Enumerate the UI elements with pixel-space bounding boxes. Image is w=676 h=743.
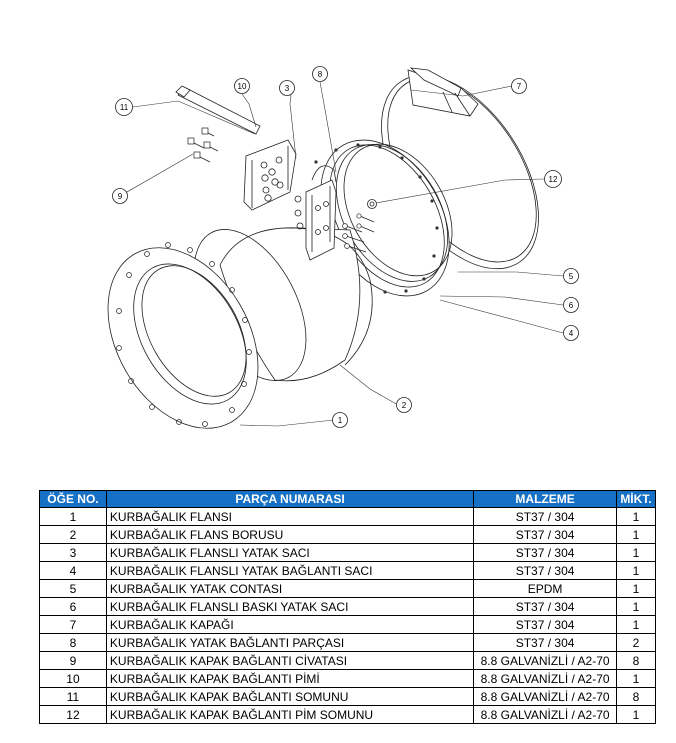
svg-text:11: 11 xyxy=(120,103,129,112)
balloon-7: 7 xyxy=(511,78,527,94)
balloon-8: 8 xyxy=(312,66,328,82)
cell-material: ST37 / 304 xyxy=(473,543,617,562)
cell-quantity: 1 xyxy=(615,705,657,724)
part-12-pin-nut xyxy=(342,199,377,253)
svg-text:3: 3 xyxy=(285,84,290,93)
cell-part-number: KURBAĞALIK KAPAĞI xyxy=(105,615,475,634)
svg-text:2: 2 xyxy=(402,401,407,410)
cell-item-no: 7 xyxy=(39,615,107,634)
cell-part-number: KURBAĞALIK KAPAK BAĞLANTI CİVATASI xyxy=(105,651,475,670)
cell-item-no: 5 xyxy=(39,579,107,598)
cell-item-no: 9 xyxy=(39,651,107,670)
cell-material: ST37 / 304 xyxy=(473,525,617,544)
cell-quantity: 8 xyxy=(615,687,657,706)
cell-quantity: 1 xyxy=(615,579,657,598)
svg-text:6: 6 xyxy=(569,301,574,310)
cell-material: ST37 / 304 xyxy=(473,615,617,634)
cell-material: 8.8 GALVANİZLİ / A2-70 xyxy=(473,669,617,688)
part-3-bearing-plate xyxy=(243,139,297,211)
cell-item-no: 2 xyxy=(39,525,107,544)
cell-part-number: KURBAĞALIK FLANS BORUSU xyxy=(105,525,475,544)
svg-text:7: 7 xyxy=(517,82,522,91)
cell-part-number: KURBAĞALIK FLANSI xyxy=(105,507,475,526)
cell-part-number: KURBAĞALIK FLANSLI YATAK SACI xyxy=(105,543,475,562)
header-quantity: MİKT. xyxy=(615,490,657,508)
balloon-12: 12 xyxy=(544,170,562,188)
cell-material: 8.8 GALVANİZLİ / A2-70 xyxy=(473,687,617,706)
balloon-1: 1 xyxy=(332,412,348,428)
svg-text:10: 10 xyxy=(238,82,247,91)
balloon-11: 11 xyxy=(115,98,133,116)
cell-item-no: 12 xyxy=(39,705,107,724)
cell-material: 8.8 GALVANİZLİ / A2-70 xyxy=(473,651,617,670)
svg-text:5: 5 xyxy=(569,272,574,281)
cell-quantity: 1 xyxy=(615,525,657,544)
cell-material: 8.8 GALVANİZLİ / A2-70 xyxy=(473,705,617,724)
header-item-no: ÖĞE NO. xyxy=(39,490,107,508)
cell-item-no: 8 xyxy=(39,633,107,652)
cell-quantity: 1 xyxy=(615,669,657,688)
cell-item-no: 6 xyxy=(39,597,107,616)
balloon-10: 10 xyxy=(234,78,250,94)
balloon-3: 3 xyxy=(279,80,295,96)
cell-part-number: KURBAĞALIK YATAK BAĞLANTI PARÇASI xyxy=(105,633,475,652)
cell-quantity: 2 xyxy=(615,633,657,652)
svg-text:1: 1 xyxy=(338,416,343,425)
cell-part-number: KURBAĞALIK KAPAK BAĞLANTI SOMUNU xyxy=(105,687,475,706)
cell-material: EPDM xyxy=(473,579,617,598)
cell-material: ST37 / 304 xyxy=(473,597,617,616)
header-material: MALZEME xyxy=(473,490,617,508)
part-1-flange xyxy=(107,242,259,429)
cell-quantity: 1 xyxy=(615,507,657,526)
cell-material: ST37 / 304 xyxy=(473,561,617,580)
bom-header-row: ÖĞE NO. PARÇA NUMARASI MALZEME MİKT. xyxy=(39,490,657,508)
cell-quantity: 1 xyxy=(615,543,657,562)
cell-quantity: 1 xyxy=(615,561,657,580)
cell-part-number: KURBAĞALIK FLANSLI BASKI YATAK SACI xyxy=(105,597,475,616)
cell-material: ST37 / 304 xyxy=(473,633,617,652)
svg-text:4: 4 xyxy=(569,329,574,338)
balloon-2: 2 xyxy=(396,397,412,413)
cell-item-no: 1 xyxy=(39,507,107,526)
cell-part-number: KURBAĞALIK YATAK CONTASI xyxy=(105,579,475,598)
svg-text:12: 12 xyxy=(549,175,558,184)
part-8-bearing-connector xyxy=(294,165,337,261)
cell-part-number: KURBAĞALIK FLANSLI YATAK BAĞLANTI SACI xyxy=(105,561,475,580)
cell-part-number: KURBAĞALIK KAPAK BAĞLANTI PİMİ xyxy=(105,669,475,688)
svg-text:8: 8 xyxy=(318,70,323,79)
exploded-assembly-drawing: 1 2 3 4 5 6 7 8 9 10 11 12 xyxy=(107,66,579,429)
part-10-bolts xyxy=(187,127,219,163)
balloon-6: 6 xyxy=(563,297,579,313)
balloon-9: 9 xyxy=(112,188,128,204)
cell-quantity: 1 xyxy=(615,615,657,634)
balloon-4: 4 xyxy=(563,325,579,341)
svg-text:9: 9 xyxy=(118,192,123,201)
leader-lines xyxy=(119,81,564,427)
balloon-5: 5 xyxy=(563,268,579,284)
cell-item-no: 3 xyxy=(39,543,107,562)
header-part-number: PARÇA NUMARASI xyxy=(105,490,475,508)
part-11-pin xyxy=(175,85,261,135)
cell-part-number: KURBAĞALIK KAPAK BAĞLANTI PİM SOMUNU xyxy=(105,705,475,724)
cell-item-no: 11 xyxy=(39,687,107,706)
cell-quantity: 1 xyxy=(615,597,657,616)
cell-item-no: 4 xyxy=(39,561,107,580)
cell-item-no: 10 xyxy=(39,669,107,688)
cell-quantity: 8 xyxy=(615,651,657,670)
cell-material: ST37 / 304 xyxy=(473,507,617,526)
